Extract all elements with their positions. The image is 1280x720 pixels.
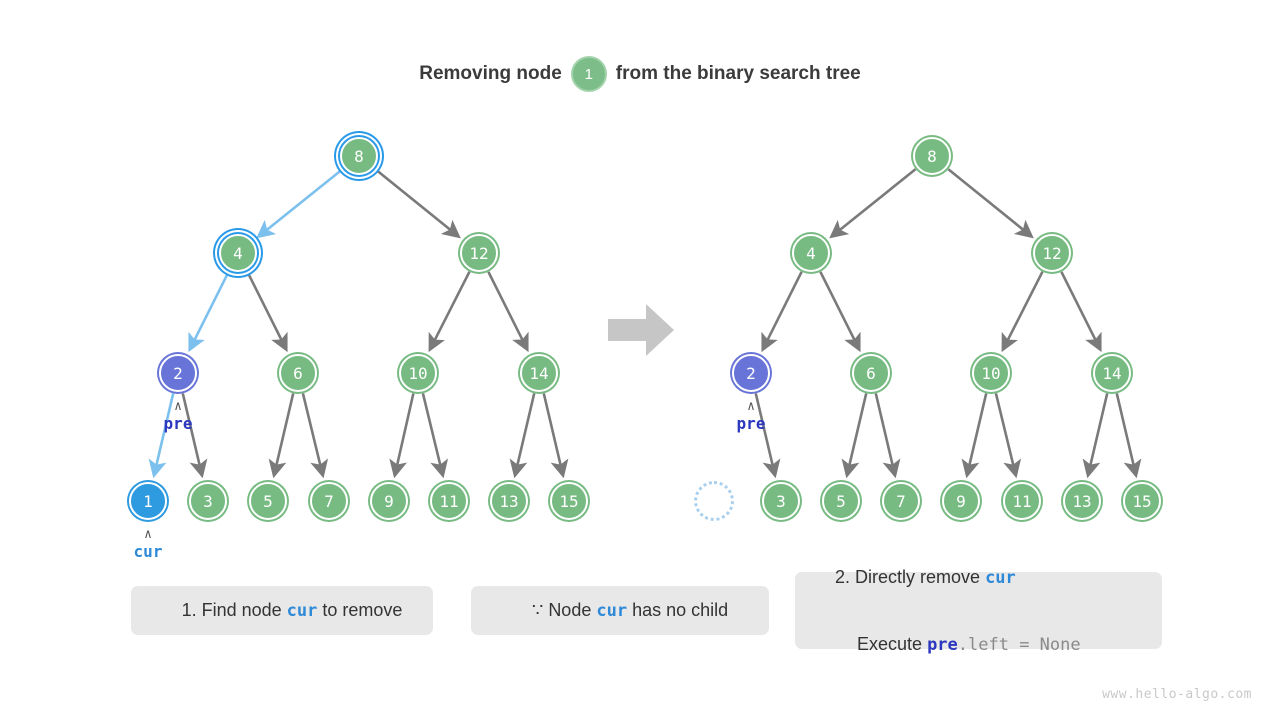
title-suffix: from the binary search tree (615, 63, 861, 84)
caption-step-2-pre-keyword: pre (927, 634, 958, 655)
tree-node-right-8: 8 (913, 137, 951, 175)
caret-up-icon: ∧ (144, 527, 152, 542)
tree-edge (487, 271, 529, 353)
tree-node-left-13: 13 (490, 482, 528, 520)
tree-node-right-14: 14 (1093, 354, 1131, 392)
caption-reason: ∵ Node cur has no child (471, 586, 769, 635)
tree-node-right-13: 13 (1063, 482, 1101, 520)
title-prefix: Removing node (419, 63, 562, 84)
tree-node-left-6: 6 (279, 354, 317, 392)
tree-edge (509, 393, 536, 479)
caption-step-2-prefix: 2. Directly remove (835, 566, 986, 587)
tree-node-right-10: 10 (972, 354, 1010, 392)
caption-step-2-line-1: 2. Directly remove cur (815, 546, 1162, 609)
tree-node-left-4: 4 (219, 234, 257, 272)
tree-edge (1001, 271, 1044, 353)
pointer-label-pre-right: ∧pre (737, 400, 766, 432)
tree-node-right-15: 15 (1123, 482, 1161, 520)
caret-up-icon: ∧ (174, 399, 182, 414)
pointer-label-cur-left: ∧cur (134, 528, 163, 560)
caption-reason-suffix: has no child (627, 600, 729, 620)
tree-node-right-12: 12 (1033, 234, 1071, 272)
caption-reason-line: ∵ Node cur has no child (512, 579, 728, 642)
caption-step-2-line-2: Execute pre.left = None (815, 613, 1162, 676)
tree-node-left-3: 3 (189, 482, 227, 520)
caption-reason-keyword: cur (596, 601, 628, 621)
title-node-badge: 1 (570, 56, 607, 92)
tree-node-right-4: 4 (792, 234, 830, 272)
tree-edge (246, 271, 288, 353)
tree-edge (829, 168, 917, 239)
tree-edge (1060, 271, 1102, 353)
tree-node-right-7: 7 (882, 482, 920, 520)
tree-edge (874, 393, 901, 479)
tree-node-left-9: 9 (370, 482, 408, 520)
watermark: www.hello-algo.com (1102, 687, 1252, 702)
tree-node-left-2: 2 (159, 354, 197, 392)
tree-node-left-1: 1 (129, 482, 167, 520)
tree-edge (1082, 393, 1109, 479)
tree-edge (428, 271, 471, 353)
tree-edge (421, 393, 449, 479)
pointer-label-pre-left: ∧pre (164, 400, 193, 432)
tree-edge (542, 393, 569, 479)
tree-node-right-3: 3 (762, 482, 800, 520)
caret-up-icon: ∧ (747, 399, 755, 414)
caption-step-1-suffix: to remove (317, 600, 403, 620)
page-title: Removing node 1 from the binary search t… (0, 56, 1280, 92)
removed-node-placeholder (694, 481, 734, 521)
caption-step-1-prefix: 1. Find node (181, 600, 287, 620)
tree-node-right-9: 9 (942, 482, 980, 520)
caption-step-1-keyword: cur (286, 601, 318, 621)
pointer-label-text: cur (133, 542, 163, 561)
tree-node-left-7: 7 (310, 482, 348, 520)
caption-step-2-execute-prefix: Execute (857, 633, 928, 654)
tree-edge (961, 393, 988, 479)
tree-edge (389, 393, 415, 479)
caption-step-2: 2. Directly remove cur Execute pre.left … (795, 567, 1162, 655)
tree-node-left-10: 10 (399, 354, 437, 392)
tree-node-left-11: 11 (430, 482, 468, 520)
tree-edge (188, 271, 230, 353)
tree-edge (301, 393, 329, 479)
caption-step-2-code: .left = None (957, 634, 1081, 655)
tree-node-left-8: 8 (340, 137, 378, 175)
tree-node-left-5: 5 (249, 482, 287, 520)
tree-edge (256, 168, 344, 239)
pointer-label-text: pre (163, 414, 193, 433)
right-arrow-icon (608, 304, 674, 356)
caption-step-2-keyword: cur (985, 567, 1016, 588)
tree-node-right-11: 11 (1003, 482, 1041, 520)
tree-edge (841, 393, 868, 479)
tree-node-left-15: 15 (550, 482, 588, 520)
tree-node-right-5: 5 (822, 482, 860, 520)
tree-node-left-14: 14 (520, 354, 558, 392)
caption-reason-prefix: ∵ Node (531, 600, 597, 620)
tree-edge (761, 271, 803, 353)
tree-node-left-12: 12 (460, 234, 498, 272)
tree-edge (819, 271, 861, 353)
tree-node-right-2: 2 (732, 354, 770, 392)
caption-step-1-line: 1. Find node cur to remove (162, 579, 403, 642)
tree-edge (268, 393, 295, 479)
pointer-label-text: pre (736, 414, 766, 433)
tree-node-right-6: 6 (852, 354, 890, 392)
tree-edge (947, 168, 1034, 239)
tree-edge (1115, 393, 1142, 479)
tree-edge (374, 168, 461, 239)
caption-step-1: 1. Find node cur to remove (131, 586, 433, 635)
tree-edge (994, 393, 1022, 479)
